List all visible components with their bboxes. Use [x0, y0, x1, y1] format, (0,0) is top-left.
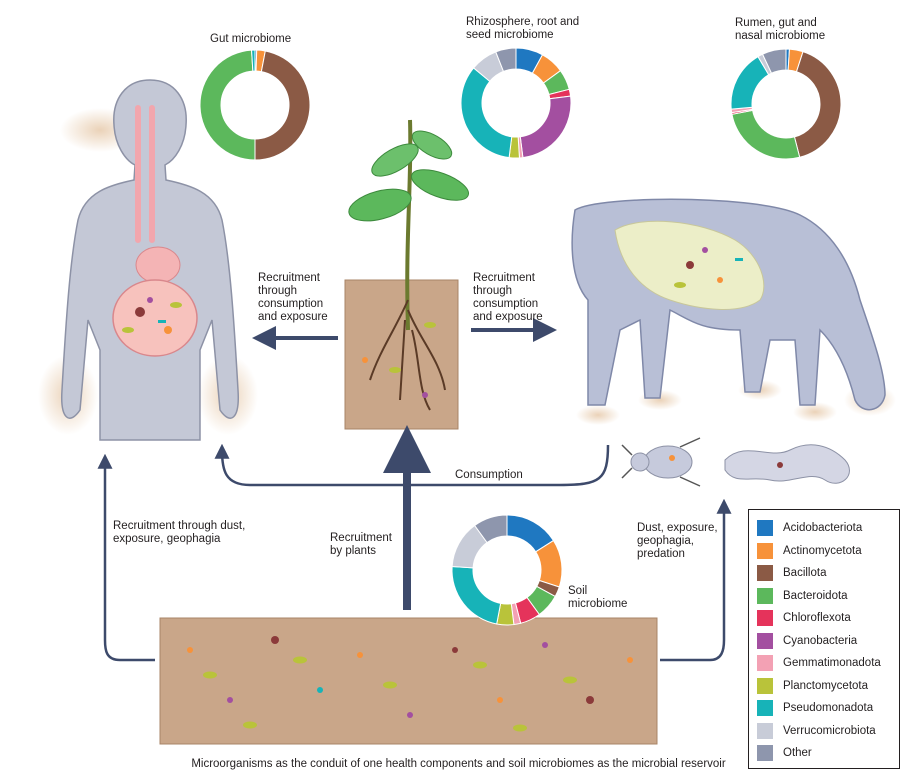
- consumption-label: Consumption: [455, 469, 523, 481]
- donut-slice-bacteroidota: [731, 109, 801, 160]
- dust-left-line1: Recruitment through dust,: [113, 520, 246, 532]
- legend-item: Planctomycetota: [757, 675, 899, 698]
- recruitment-right-line3: consumption: [473, 298, 539, 310]
- legend-item: Pseudomonadota: [757, 697, 899, 720]
- donut-slice-pseudomonadota: [251, 49, 256, 72]
- cow-figure: [571, 198, 896, 425]
- gut-microbiome-label: Gut microbiome: [210, 33, 292, 45]
- legend-item: Verrucomicrobiota: [757, 720, 899, 743]
- legend-label: Acidobacteriota: [783, 522, 863, 535]
- microbiome-donut-charts: [199, 47, 842, 626]
- recruitment-left-line4: and exposure: [258, 311, 328, 323]
- recruitment-right-line1: Recruitment: [473, 272, 535, 284]
- legend-item: Other: [757, 742, 899, 765]
- legend-label: Chloroflexota: [783, 612, 851, 625]
- recruitment-left-line3: consumption: [258, 298, 324, 310]
- rumen-label-line1: Rumen, gut and: [735, 17, 817, 29]
- beetle-and-worm: [621, 437, 850, 487]
- legend-label: Bacteroidota: [783, 589, 848, 602]
- donut-slice-pseudomonadota: [460, 67, 513, 159]
- soil-label-line1: Soil: [568, 585, 588, 597]
- legend-label: Actinomycetota: [783, 544, 862, 557]
- donut-slice-other: [495, 47, 517, 73]
- legend-swatch: [757, 565, 773, 582]
- legend-item: Actinomycetota: [757, 540, 899, 563]
- donut-slice-bacteroidota: [199, 49, 256, 161]
- donut-slice-bacillota: [254, 50, 311, 161]
- recruitment-right-line4: and exposure: [473, 311, 543, 323]
- legend-swatch: [757, 722, 773, 739]
- dust-right-line1: Dust, exposure,: [637, 522, 718, 534]
- donut-slice-cyanobacteria: [519, 95, 572, 159]
- dust-left-line2: exposure, geophagia: [113, 533, 221, 545]
- plants-label-line1: Recruitment: [330, 532, 392, 544]
- recruitment-right-line2: through: [473, 285, 513, 297]
- donut-slice-other: [473, 514, 508, 544]
- legend-swatch: [757, 745, 773, 762]
- recruitment-left-line1: Recruitment: [258, 272, 320, 284]
- legend-item: Cyanobacteria: [757, 630, 899, 653]
- legend-item: Chloroflexota: [757, 607, 899, 630]
- recruitment-left-line2: through: [258, 285, 298, 297]
- legend-swatch: [757, 677, 773, 694]
- legend-label: Verrucomicrobiota: [783, 724, 876, 737]
- rumen-label-line2: nasal microbiome: [735, 30, 826, 42]
- soil-label-line2: microbiome: [568, 598, 628, 610]
- human-figure: [38, 79, 258, 441]
- legend-label: Other: [783, 747, 812, 760]
- legend-item: Bacteroidota: [757, 585, 899, 608]
- legend-swatch: [757, 610, 773, 627]
- dust-right-line2: geophagia,: [637, 535, 694, 547]
- legend-swatch: [757, 655, 773, 672]
- legend-swatch: [757, 587, 773, 604]
- arrow-soil-to-animals: [660, 498, 732, 662]
- legend-label: Cyanobacteria: [783, 634, 858, 647]
- figure-caption: Microorganisms as the conduit of one hea…: [191, 758, 726, 770]
- arrow-consumption: [214, 443, 610, 487]
- legend-item: Gemmatimonadota: [757, 652, 899, 675]
- legend-swatch: [757, 632, 773, 649]
- legend-label: Bacillota: [783, 567, 827, 580]
- dust-right-line3: predation: [637, 548, 685, 560]
- soil-band: [159, 617, 658, 745]
- rhizosphere-label-line1: Rhizosphere, root and: [466, 16, 580, 28]
- legend-label: Pseudomonadota: [783, 702, 874, 715]
- donut-slice-other: [761, 48, 787, 74]
- legend-item: Bacillota: [757, 562, 899, 585]
- legend-label: Planctomycetota: [783, 679, 869, 692]
- legend-swatch: [757, 700, 773, 717]
- plants-label-line2: by plants: [330, 545, 377, 557]
- donut-slice-pseudomonadota: [451, 566, 502, 625]
- donut-slice-bacillota: [793, 51, 842, 158]
- rhizosphere-label-line2: seed microbiome: [466, 29, 554, 41]
- arrows: [97, 318, 732, 662]
- legend-swatch: [757, 542, 773, 559]
- legend-item: Acidobacteriota: [757, 517, 899, 540]
- legend-label: Gemmatimonadota: [783, 657, 881, 670]
- arrow-soil-to-human: [97, 453, 155, 662]
- plant-with-rhizosphere: [344, 119, 469, 430]
- legend-swatch: [757, 520, 773, 537]
